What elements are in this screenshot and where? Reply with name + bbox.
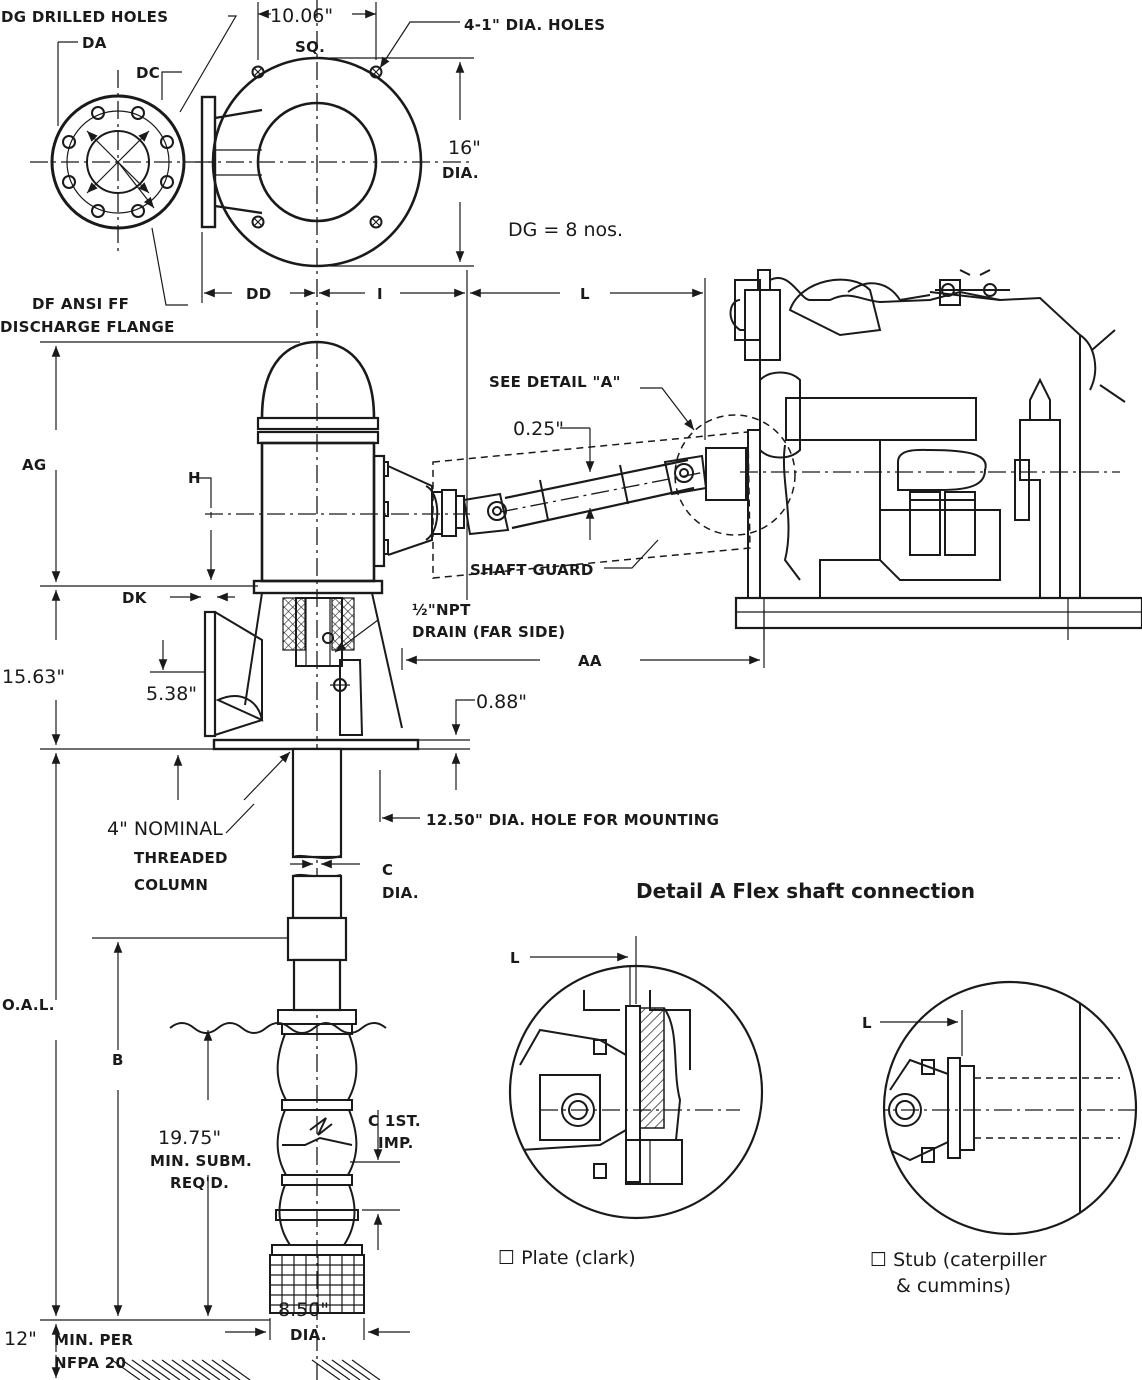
- dim-12: 12": [4, 1328, 37, 1350]
- detail-l-left: L: [510, 949, 520, 967]
- diesel-engine: [729, 269, 1142, 640]
- label-plate-clark: ☐ Plate (clark): [498, 1247, 636, 1269]
- label-see-detail-a: SEE DETAIL "A": [489, 373, 621, 391]
- label-stub-caterpillar: ☐ Stub (caterpiller: [870, 1249, 1047, 1271]
- label-oal: O.A.L.: [2, 996, 55, 1014]
- dim-15-63: 15.63": [2, 666, 65, 688]
- dim-16: 16": [448, 137, 481, 159]
- label-l-top: L: [580, 285, 590, 303]
- label-dd: DD: [246, 285, 272, 303]
- ground-hatch: [111, 1359, 381, 1380]
- detail-plate-clark: [508, 936, 764, 1220]
- dim-10-06: 10.06": [270, 5, 333, 27]
- detail-l-right: L: [862, 1014, 872, 1032]
- label-4-1-dia-holes: 4-1" DIA. HOLES: [464, 16, 605, 34]
- label-nfpa-20: NFPA 20: [54, 1354, 126, 1372]
- label-b: B: [112, 1051, 124, 1069]
- detail-stub-caterpillar: [880, 980, 1138, 1236]
- label-dg-8-nos: DG = 8 nos.: [508, 219, 623, 241]
- label-4-nominal: 4" NOMINAL: [107, 818, 223, 840]
- label-c: C: [382, 861, 393, 879]
- detail-a-title: Detail A Flex shaft connection: [636, 879, 975, 903]
- dim-19-75: 19.75": [158, 1127, 221, 1149]
- column-and-bowl: [40, 747, 410, 1380]
- label-aa: AA: [578, 652, 602, 670]
- label-min-subm: MIN. SUBM.: [150, 1152, 252, 1170]
- label-min-per: MIN. PER: [54, 1331, 133, 1349]
- label-dk: DK: [122, 589, 148, 607]
- flex-shaft: [432, 387, 796, 579]
- label-dc: DC: [136, 64, 160, 82]
- discharge-flange-view: [30, 15, 238, 306]
- label-8-50-dia: DIA.: [290, 1326, 327, 1344]
- dim-0-25: 0.25": [513, 418, 564, 440]
- label-sq: SQ.: [295, 38, 325, 56]
- head-top-view: [195, 0, 706, 1380]
- label-ag: AG: [22, 456, 47, 474]
- dim-8-50: 8.50": [278, 1299, 329, 1321]
- pump-head-elevation: [40, 340, 765, 823]
- label-da: DA: [82, 34, 107, 52]
- label-df-ansi: DF ANSI FF: [32, 295, 129, 313]
- mount-holes: [251, 65, 383, 229]
- label-c-1st: C 1ST.: [368, 1112, 421, 1130]
- label-reqd: REQ'D.: [170, 1174, 229, 1192]
- dim-0-88: 0.88": [476, 691, 527, 713]
- label-threaded: THREADED: [134, 849, 228, 867]
- label-stub-cummins: & cummins): [896, 1275, 1011, 1297]
- label-imp: IMP.: [378, 1134, 414, 1152]
- label-i: I: [377, 285, 383, 303]
- label-dia-16: DIA.: [442, 164, 479, 182]
- label-dg-drilled-holes: DG DRILLED HOLES: [1, 8, 168, 26]
- label-h: H: [188, 469, 201, 487]
- label-c-dia: DIA.: [382, 884, 419, 902]
- label-shaft-guard: SHAFT GUARD: [470, 561, 594, 579]
- label-npt: ½"NPT: [412, 601, 471, 619]
- dim-5-38: 5.38": [146, 683, 197, 705]
- label-column: COLUMN: [134, 876, 208, 894]
- bolt-holes: [62, 106, 174, 218]
- label-drain: DRAIN (FAR SIDE): [412, 623, 565, 641]
- label-discharge-flange: DISCHARGE FLANGE: [0, 318, 175, 336]
- label-mounting-hole: 12.50" DIA. HOLE FOR MOUNTING: [426, 811, 719, 829]
